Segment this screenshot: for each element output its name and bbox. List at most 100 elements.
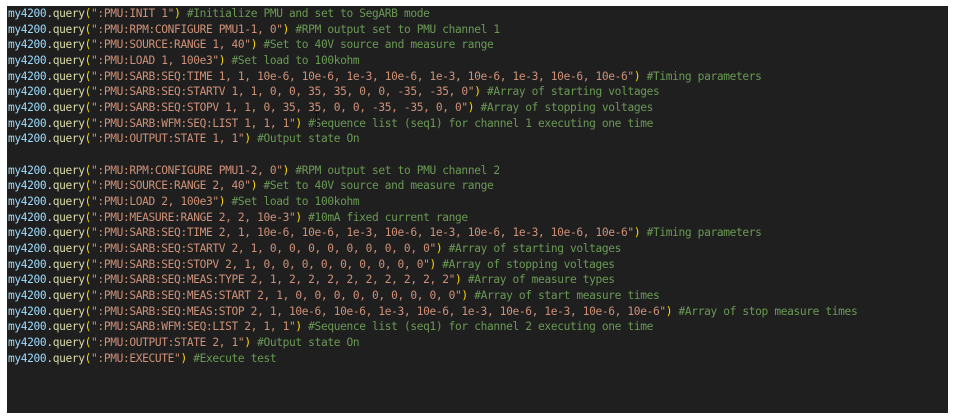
code-line[interactable]: my4200.query(":PMU:MEASURE:RANGE 2, 2, 1… [8, 210, 857, 226]
code-line[interactable]: my4200.query(":PMU:SARB:SEQ:TIME 1, 1, 1… [8, 69, 857, 85]
method-token: query [52, 54, 85, 68]
code-line[interactable]: my4200.query(":PMU:SARB:WFM:SEQ:LIST 1, … [8, 116, 857, 132]
dot-token: . [46, 163, 53, 177]
object-token: my4200 [8, 132, 47, 146]
code-line[interactable]: my4200.query(":PMU:SARB:SEQ:STOPV 2, 1, … [8, 257, 857, 273]
dot-token: . [46, 7, 53, 20]
method-token: query [52, 257, 85, 271]
dot-token: . [46, 38, 53, 52]
open-paren-token: ( [84, 289, 92, 303]
dot-token: . [46, 101, 53, 115]
string-argument: ":PMU:OUTPUT:STATE 2, 1" [91, 336, 245, 350]
string-argument: ":PMU:INIT 1" [91, 7, 175, 20]
object-token: my4200 [8, 304, 47, 318]
string-argument: ":PMU:SARB:SEQ:STOPV 2, 1, 0, 0, 0, 0, 0… [91, 257, 430, 271]
object-token: my4200 [8, 101, 47, 115]
code-line[interactable]: my4200.query(":PMU:SARB:SEQ:MEAS:START 2… [8, 288, 857, 304]
open-paren-token: ( [84, 132, 92, 146]
comment-text: #Array of starting voltages [486, 85, 660, 99]
open-paren-token: ( [84, 320, 92, 334]
close-paren-token: ) [250, 179, 258, 193]
open-paren-token: ( [84, 54, 92, 68]
text-ibeam-cursor-icon [313, 112, 320, 128]
string-argument: ":PMU:SARB:WFM:SEQ:LIST 2, 1, 1" [91, 320, 296, 334]
comment-text: #Set load to 100kohm [231, 195, 360, 209]
close-paren-token: ) [455, 273, 462, 287]
method-token: query [52, 101, 85, 115]
comment-text: #Array of stopping voltages [442, 257, 615, 271]
blank-line[interactable] [8, 147, 857, 163]
comment-text: #RPM output set to PMU channel 2 [295, 163, 500, 177]
comment-text: #RPM output set to PMU channel 1 [295, 22, 500, 36]
dot-token: . [46, 69, 53, 83]
open-paren-token: ( [84, 336, 92, 350]
object-token: my4200 [8, 242, 47, 256]
object-token: my4200 [8, 336, 47, 350]
code-lines[interactable]: my4200.query(":PMU:INIT 1") #Initialize … [8, 6, 858, 367]
comment-text: #Output state On [257, 336, 360, 350]
open-paren-token: ( [84, 210, 92, 224]
code-line[interactable]: my4200.query(":PMU:RPM:CONFIGURE PMU1-1,… [8, 22, 857, 38]
method-token: query [52, 351, 85, 365]
string-argument: ":PMU:SARB:SEQ:STOPV 1, 1, 0, 35, 35, 0,… [91, 101, 468, 115]
close-paren-token: ) [633, 69, 641, 83]
dot-token: . [46, 85, 53, 99]
method-token: query [52, 210, 85, 224]
object-token: my4200 [8, 116, 47, 130]
open-paren-token: ( [84, 69, 92, 83]
open-paren-token: ( [84, 7, 92, 20]
string-argument: ":PMU:MEASURE:RANGE 2, 2, 10e-3" [91, 210, 296, 224]
close-paren-token: ) [295, 320, 302, 334]
string-argument: ":PMU:SARB:WFM:SEQ:LIST 1, 1, 1" [91, 116, 296, 130]
object-token: my4200 [8, 320, 47, 334]
dot-token: . [46, 273, 53, 287]
method-token: query [52, 132, 85, 146]
dot-token: . [46, 179, 53, 193]
code-line[interactable]: my4200.query(":PMU:OUTPUT:STATE 1, 1") #… [8, 131, 857, 147]
code-line[interactable]: my4200.query(":PMU:LOAD 2, 100e3") #Set … [8, 194, 857, 210]
code-line[interactable]: my4200.query(":PMU:SARB:WFM:SEQ:LIST 2, … [8, 319, 857, 335]
close-paren-token: ) [244, 132, 251, 146]
object-token: my4200 [8, 38, 47, 52]
close-paren-token: ) [218, 54, 226, 68]
code-line[interactable]: my4200.query(":PMU:SARB:SEQ:MEAS:TYPE 2,… [8, 272, 857, 288]
code-line[interactable]: my4200.query(":PMU:EXECUTE") #Execute te… [8, 351, 857, 367]
code-line[interactable]: my4200.query(":PMU:INIT 1") #Initialize … [8, 6, 857, 22]
close-paren-token: ) [295, 210, 302, 224]
dot-token: . [46, 195, 53, 209]
code-line[interactable]: my4200.query(":PMU:SARB:SEQ:TIME 2, 1, 1… [8, 225, 857, 241]
dot-token: . [46, 210, 53, 224]
close-paren-token: ) [282, 163, 290, 177]
object-token: my4200 [8, 69, 47, 83]
open-paren-token: ( [84, 226, 92, 240]
code-line[interactable]: my4200.query(":PMU:OUTPUT:STATE 2, 1") #… [8, 335, 857, 351]
code-line[interactable]: my4200.query(":PMU:RPM:CONFIGURE PMU1-2,… [8, 163, 857, 179]
comment-text: #Set to 40V source and measure range [263, 38, 494, 52]
open-paren-token: ( [84, 101, 92, 115]
object-token: my4200 [8, 273, 47, 287]
dot-token: . [46, 116, 53, 130]
code-line[interactable]: my4200.query(":PMU:SARB:SEQ:STARTV 2, 1,… [8, 241, 857, 257]
close-paren-token: ) [218, 195, 226, 209]
close-paren-token: ) [174, 7, 181, 20]
method-token: query [52, 242, 85, 256]
code-line[interactable]: my4200.query(":PMU:SARB:SEQ:MEAS:STOP 2,… [8, 304, 858, 320]
method-token: query [52, 7, 85, 20]
method-token: query [52, 289, 85, 303]
method-token: query [52, 273, 85, 287]
open-paren-token: ( [84, 195, 92, 209]
string-argument: ":PMU:SARB:SEQ:MEAS:STOP 2, 1, 10e-6, 10… [91, 304, 666, 318]
comment-text: #Timing parameters [646, 226, 762, 240]
dot-token: . [46, 320, 53, 334]
comment-text: #Array of start measure times [474, 289, 660, 303]
string-argument: ":PMU:SARB:SEQ:MEAS:START 2, 1, 0, 0, 0,… [91, 289, 462, 303]
close-paren-token: ) [244, 336, 251, 350]
code-line[interactable]: my4200.query(":PMU:SARB:SEQ:STARTV 1, 1,… [8, 84, 857, 100]
code-line[interactable]: my4200.query(":PMU:SOURCE:RANGE 1, 40") … [8, 37, 857, 53]
code-line[interactable]: my4200.query(":PMU:SOURCE:RANGE 2, 40") … [8, 178, 857, 194]
code-line[interactable]: my4200.query(":PMU:SARB:SEQ:STOPV 1, 1, … [8, 100, 857, 116]
code-line[interactable]: my4200.query(":PMU:LOAD 1, 100e3") #Set … [8, 53, 857, 69]
comment-text: #Set load to 100kohm [231, 54, 360, 68]
code-editor[interactable]: my4200.query(":PMU:INIT 1") #Initialize … [7, 6, 948, 413]
string-argument: ":PMU:OUTPUT:STATE 1, 1" [91, 132, 245, 146]
